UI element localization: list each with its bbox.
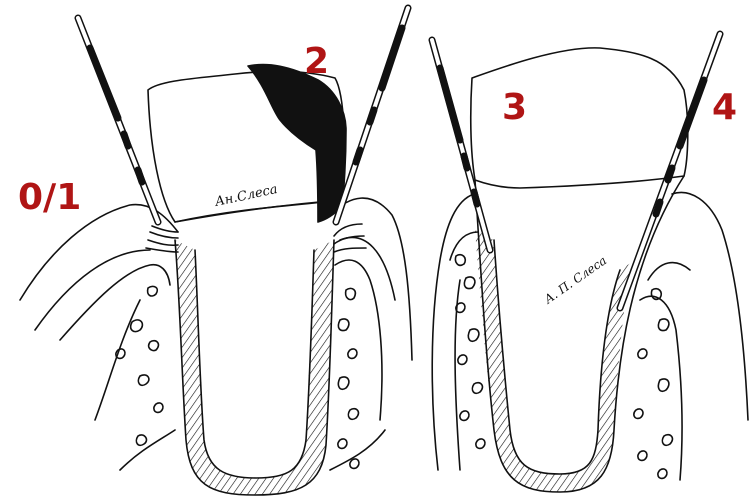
- left-probe-left: [78, 18, 158, 222]
- stage-label-4: 4: [712, 90, 737, 126]
- signature-right: А. П. Слеса: [541, 253, 609, 307]
- right-gingiva-outline-left: [432, 194, 474, 470]
- left-bone-boundary-right: [335, 260, 382, 420]
- stage-label-3: 3: [502, 90, 527, 126]
- left-tooth-root-inner: [195, 250, 314, 478]
- left-bone-boundary-left: [60, 265, 170, 340]
- left-gingiva-outline-right: [330, 198, 412, 360]
- stage-label-2: 2: [304, 44, 329, 80]
- left-tooth-drawing: [20, 65, 412, 495]
- right-gingiva-outline-right: [672, 193, 748, 421]
- left-probe-right: [336, 8, 408, 222]
- stage-label-0-1: 0/1: [18, 180, 81, 216]
